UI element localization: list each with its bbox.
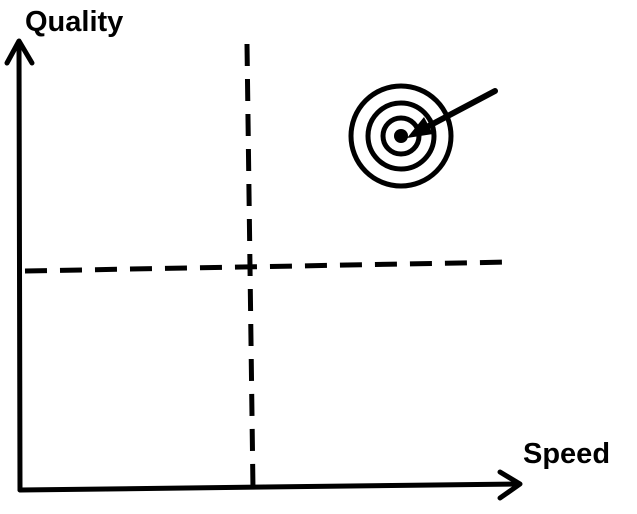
- y-axis-label: Quality: [25, 6, 123, 38]
- arrow-icon: [407, 88, 498, 138]
- x-axis: [17, 469, 523, 501]
- x-axis-arrowhead: [497, 469, 523, 501]
- horizontal-divider: [24, 259, 513, 274]
- target-icon: [348, 83, 454, 189]
- y-axis-arrowhead: [4, 38, 35, 66]
- y-axis: [4, 38, 35, 493]
- x-axis-label: Speed: [523, 438, 610, 470]
